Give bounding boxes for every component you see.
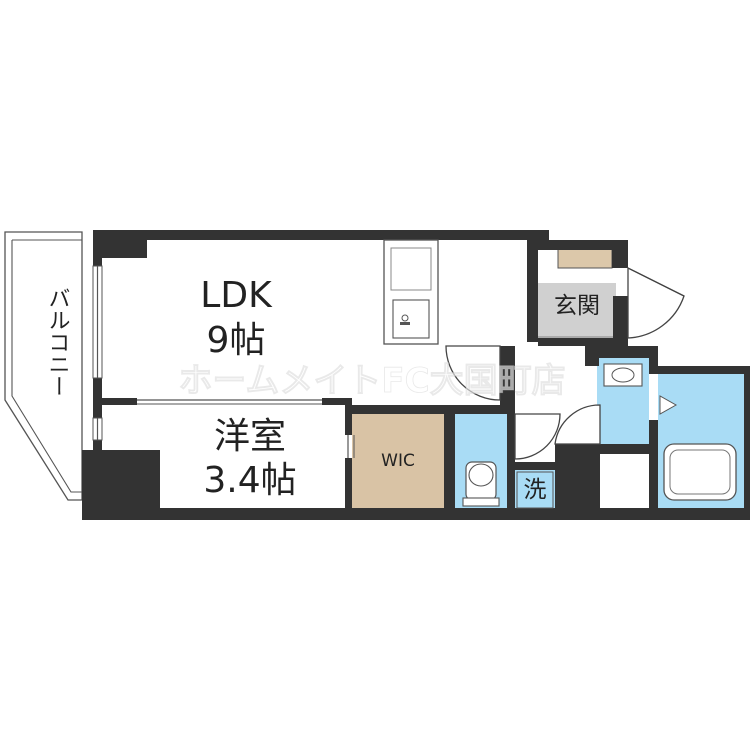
watermark: ホームメイトFC大国町店	[178, 361, 565, 401]
entrance-door-swing	[627, 266, 685, 339]
ldk-door-swing	[445, 345, 501, 401]
bedroom-size: 3.4帖	[203, 460, 296, 501]
hall-door-swing	[554, 404, 601, 445]
ldk-size: 9帖	[207, 320, 266, 361]
ldk-name: LDK	[200, 275, 273, 316]
wic-door	[347, 435, 355, 458]
entrance-floor	[538, 283, 616, 339]
west-windows	[92, 265, 103, 441]
shoe-box	[557, 247, 613, 269]
laundry-floor	[515, 470, 555, 510]
walls	[82, 230, 750, 520]
balcony-label: バルコニー	[45, 287, 70, 397]
washbasin	[603, 363, 643, 387]
balcony	[4, 231, 83, 501]
toilet	[462, 461, 500, 507]
laundry-box	[516, 471, 554, 509]
toilet-door-swing	[514, 413, 561, 460]
bathtub	[663, 443, 737, 501]
laundry-label: 洗	[524, 477, 547, 503]
bedroom-sliding-door	[137, 399, 322, 405]
bedroom-name: 洋室	[214, 416, 286, 457]
entrance-label: 玄関	[554, 293, 600, 319]
wic-label: WIC	[381, 451, 415, 471]
wic-floor	[352, 414, 444, 511]
washroom-door-marker	[659, 395, 678, 415]
kitchen-counter	[383, 239, 439, 345]
